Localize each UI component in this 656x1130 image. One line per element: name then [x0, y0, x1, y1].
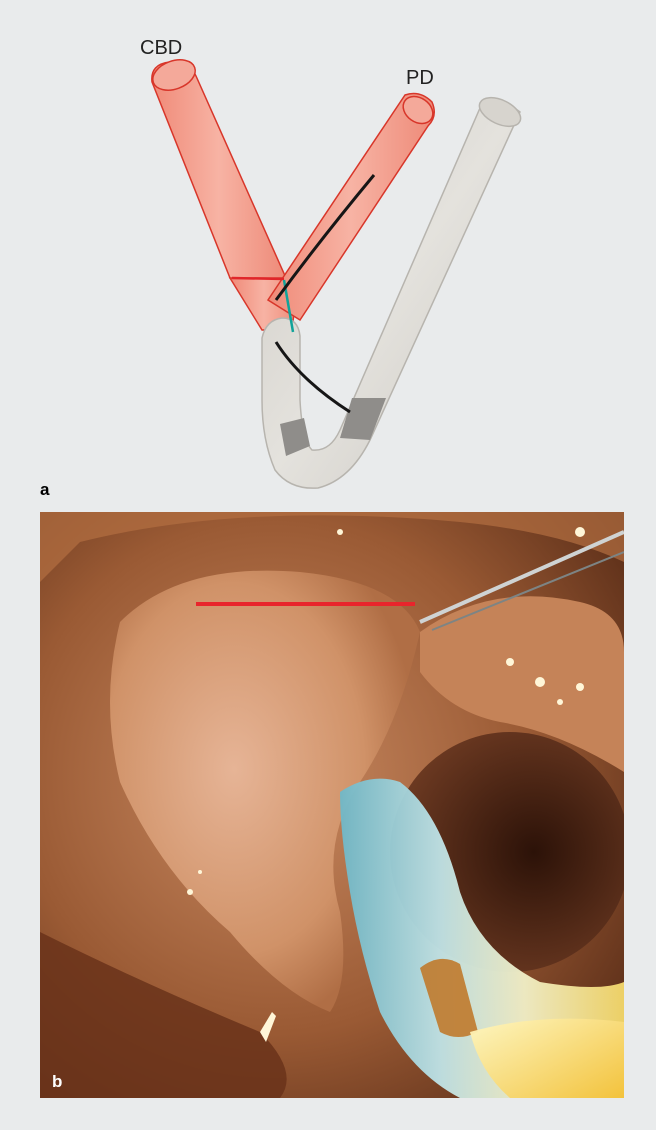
pd-label: PD — [406, 67, 434, 89]
duct-y-shape — [149, 54, 438, 330]
endoscopy-photo — [40, 512, 624, 1098]
duct-schematic: CBD PD — [0, 0, 656, 505]
cbd-duct — [152, 62, 286, 278]
schematic-panel: CBD PD — [0, 0, 656, 505]
incision-line-schematic — [232, 278, 284, 279]
panel-label-a: a — [40, 480, 49, 500]
cbd-label: CBD — [140, 37, 182, 59]
panel-label-b: b — [52, 1072, 62, 1092]
endoscopy-photo-illustration — [40, 512, 624, 1098]
